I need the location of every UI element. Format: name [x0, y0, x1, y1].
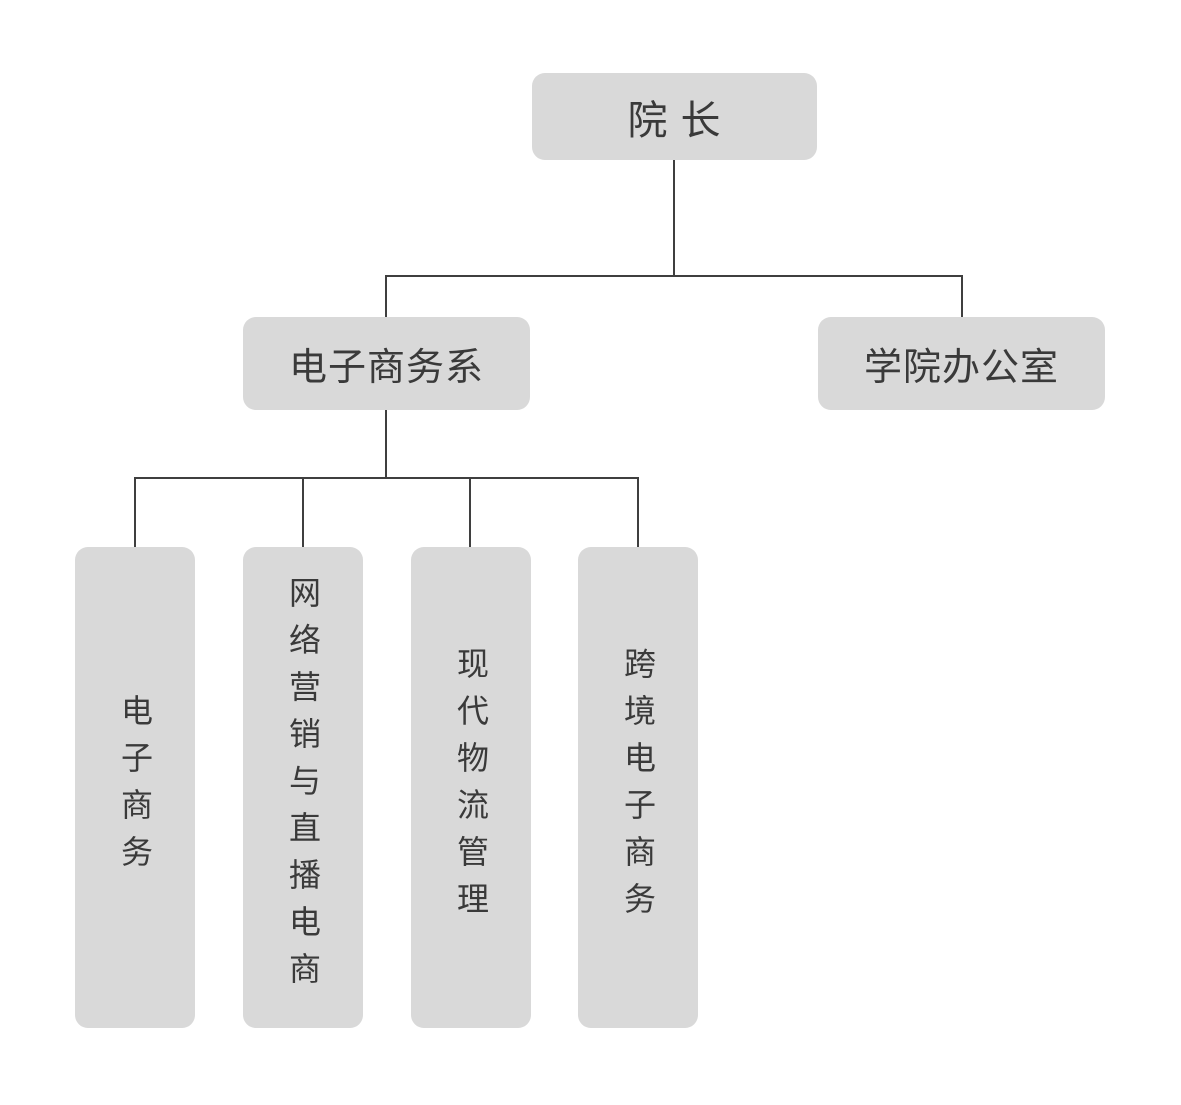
connector-dean-down: [673, 160, 675, 277]
node-major-crossborder: 跨境电子商务: [578, 547, 698, 1028]
node-major-logistics: 现代物流管理: [411, 547, 531, 1028]
connector-drop-major-logistics: [469, 477, 471, 548]
connector-drop-major-marketing: [302, 477, 304, 548]
connector-drop-major-ecommerce: [134, 477, 136, 548]
connector-drop-major-crossborder: [637, 477, 639, 548]
connector-level3-bus: [134, 477, 639, 479]
node-major-ecommerce: 电子商务: [75, 547, 195, 1028]
node-college-office: 学院办公室: [818, 317, 1105, 410]
node-ecommerce-dept: 电子商务系: [243, 317, 530, 410]
connector-level2-bus: [385, 275, 963, 277]
node-dean: 院 长: [532, 73, 817, 160]
connector-dept-down: [385, 410, 387, 479]
connector-drop-ecommerce-dept: [385, 275, 387, 318]
connector-drop-college-office: [961, 275, 963, 318]
node-major-marketing: 网络营销与直播电商: [243, 547, 363, 1028]
